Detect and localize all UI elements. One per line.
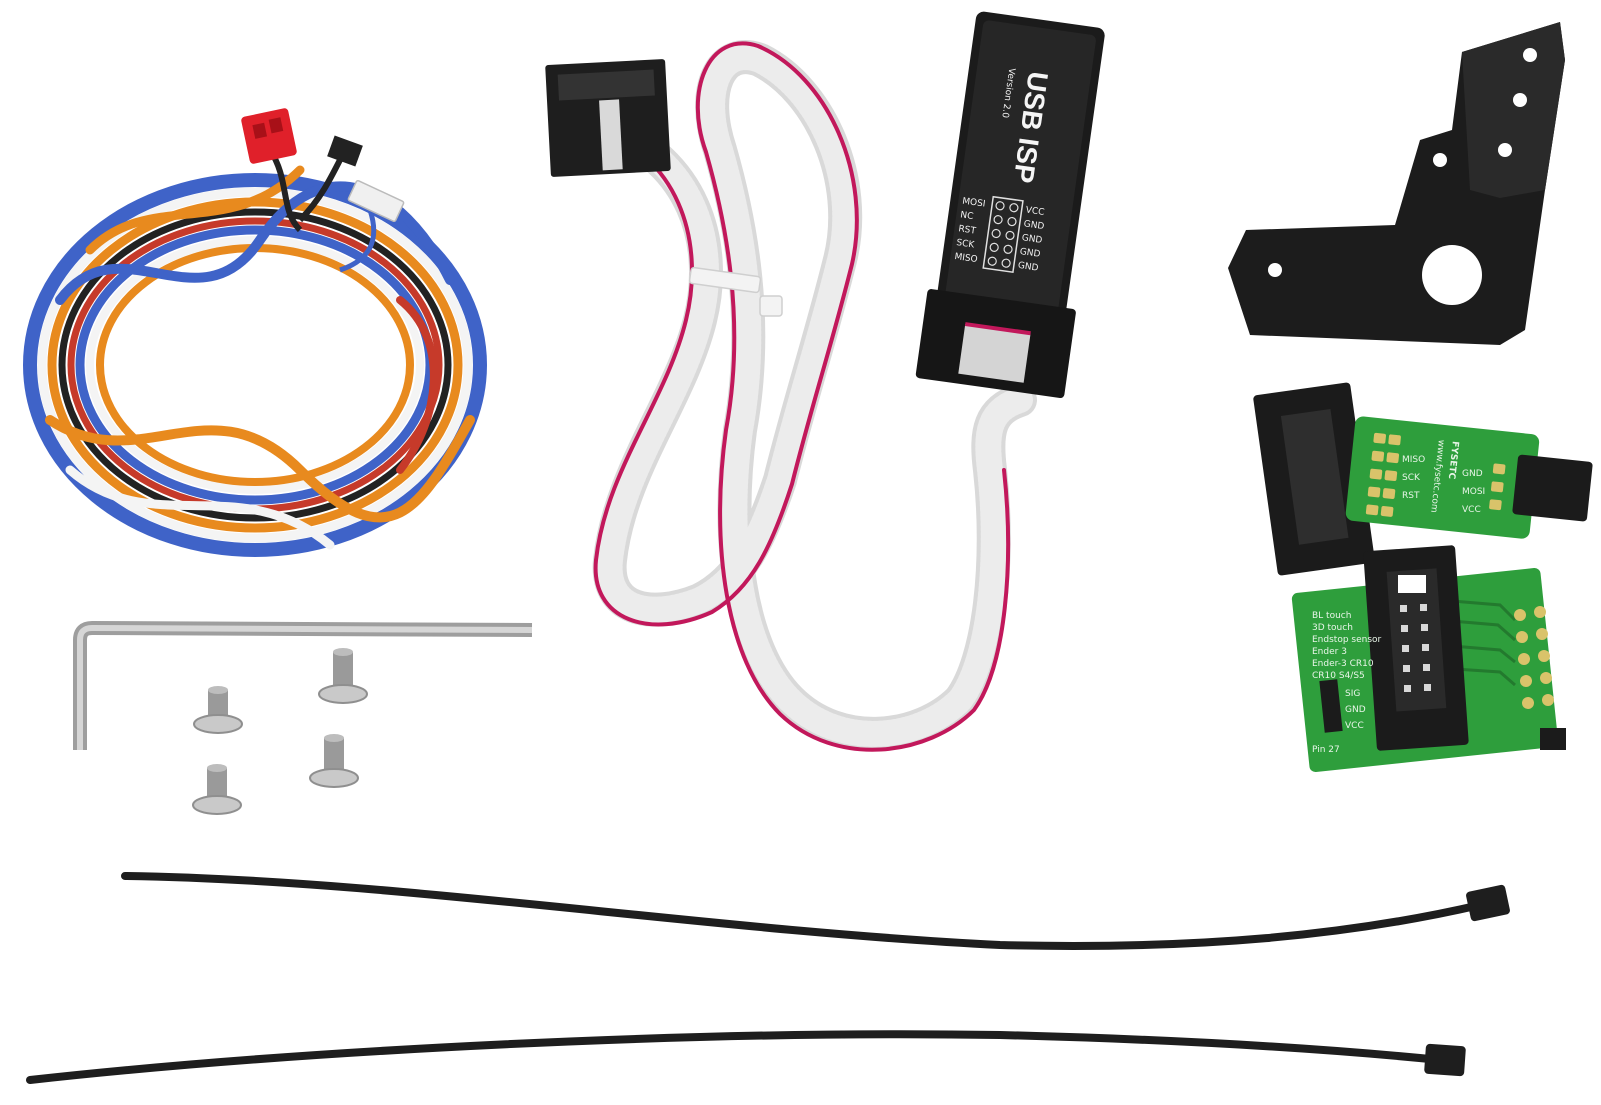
bltouch-pin-ref: Pin 27 <box>1312 745 1340 755</box>
isp-pin-right-0: VCC <box>1025 205 1045 218</box>
isp-pin-right-4: GND <box>1017 261 1039 274</box>
isp-pin-left-4: MISO <box>954 252 978 265</box>
adapter-pin-right-0: GND <box>1462 469 1483 479</box>
usb-isp-programmer-icon: USB ISP Version 2.0 MOSI NC RST SCK MISO… <box>915 11 1105 399</box>
mounting-bracket-icon <box>1228 22 1565 345</box>
isp-pin-left-1: NC <box>960 210 974 222</box>
isp-pin-right-1: GND <box>1023 219 1045 232</box>
red-connector <box>241 108 297 164</box>
isp-pin-left-0: MOSI <box>962 197 986 210</box>
ribbon-cable-icon <box>592 40 1037 752</box>
bltouch-line-1: 3D touch <box>1312 623 1353 633</box>
isp-adapter-board-icon: FYSETC www.fysetc.com MISO SCK RST GND M… <box>1253 382 1593 576</box>
dupont-connector <box>327 135 363 167</box>
bltouch-line-5: CR10 S4/S5 <box>1312 671 1365 681</box>
adapter-pin-right-2: VCC <box>1462 505 1481 515</box>
bltouch-line-3: Ender 3 <box>1312 647 1347 657</box>
bltouch-adapter-board-icon: BL touch 3D touch Endstop sensor Ender 3… <box>1291 545 1566 772</box>
bltouch-line-0: BL touch <box>1312 611 1351 621</box>
bltouch-line-4: Ender-3 CR10 <box>1312 659 1374 669</box>
hex-key-icon <box>73 621 533 750</box>
adapter-pin-left-0: MISO <box>1402 455 1425 465</box>
bltouch-line-2: Endstop sensor <box>1312 635 1382 645</box>
cable-tie-icon <box>26 872 1510 1084</box>
isp-pin-left-2: RST <box>958 224 977 236</box>
isp-pin-right-2: GND <box>1021 233 1043 246</box>
wire-harness-icon <box>23 108 487 557</box>
adapter-pin-left-2: RST <box>1402 491 1420 501</box>
bltouch-pin-sig: SIG <box>1345 689 1360 699</box>
bltouch-pin-vcc: VCC <box>1345 721 1364 731</box>
jst-connector <box>347 179 405 223</box>
screw-icon <box>192 648 368 815</box>
isp-pin-left-3: SCK <box>956 238 976 251</box>
adapter-pin-left-1: SCK <box>1402 473 1421 483</box>
isp-pin-right-3: GND <box>1019 247 1041 260</box>
adapter-pin-right-1: MOSI <box>1462 487 1485 497</box>
pin-header-diagram: MOSI NC RST SCK MISO VCC GND GND GND GND <box>954 195 1045 274</box>
adapter-brand: FYSETC <box>1446 441 1460 480</box>
idc-connector-icon <box>545 59 671 177</box>
bltouch-pin-gnd: GND <box>1345 705 1366 715</box>
